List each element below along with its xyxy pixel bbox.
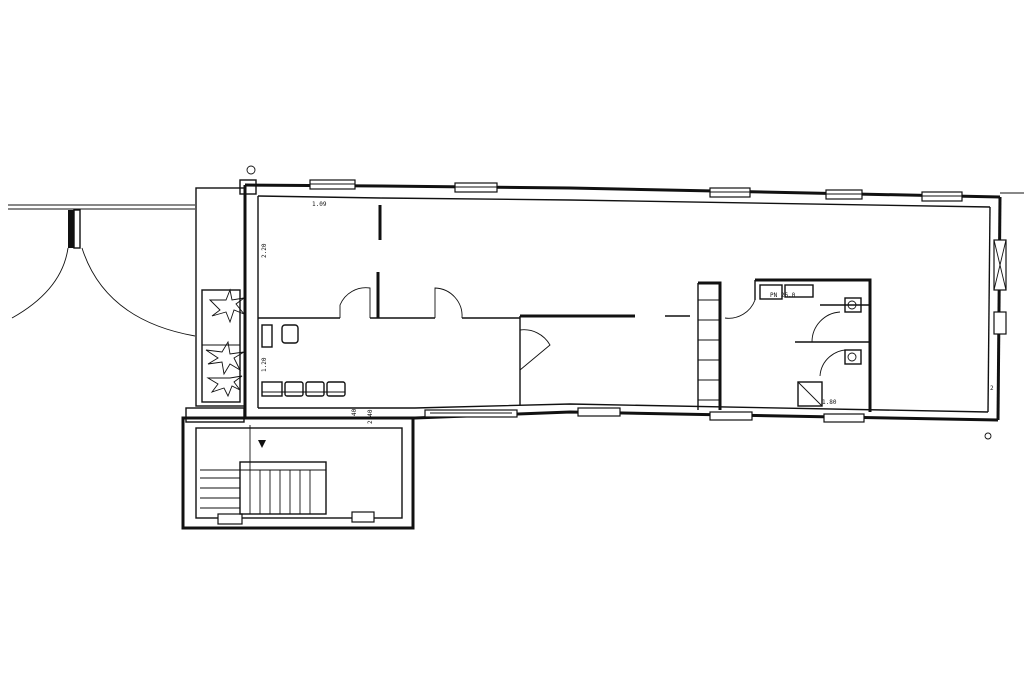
dim-right: 2 (990, 385, 994, 392)
dim-hall: 1.20 (261, 357, 268, 372)
dim-left: 2.20 (261, 243, 268, 258)
stair-annex (181, 407, 415, 530)
dim-top: 1.09 (312, 201, 327, 208)
washroom-block (697, 278, 872, 412)
north-windows (309, 179, 963, 202)
dim-stair-b: 2.40 (367, 409, 374, 424)
east-windows (984, 239, 1007, 440)
planter-boxes (201, 288, 246, 403)
entrance-gate (11, 209, 196, 337)
dim-stair-a: 40 (351, 408, 358, 416)
dimension-annotations: 1.09 2.20 1.20 PN 26.0 1.80 40 2.40 2 (261, 201, 994, 424)
reception-seating (261, 324, 346, 397)
dim-wc-label: PN 26.0 (770, 292, 796, 299)
south-windows (424, 407, 865, 423)
dim-wc: 1.80 (822, 399, 837, 406)
site-boundary-line (8, 192, 1024, 210)
interior-partition (258, 205, 690, 405)
